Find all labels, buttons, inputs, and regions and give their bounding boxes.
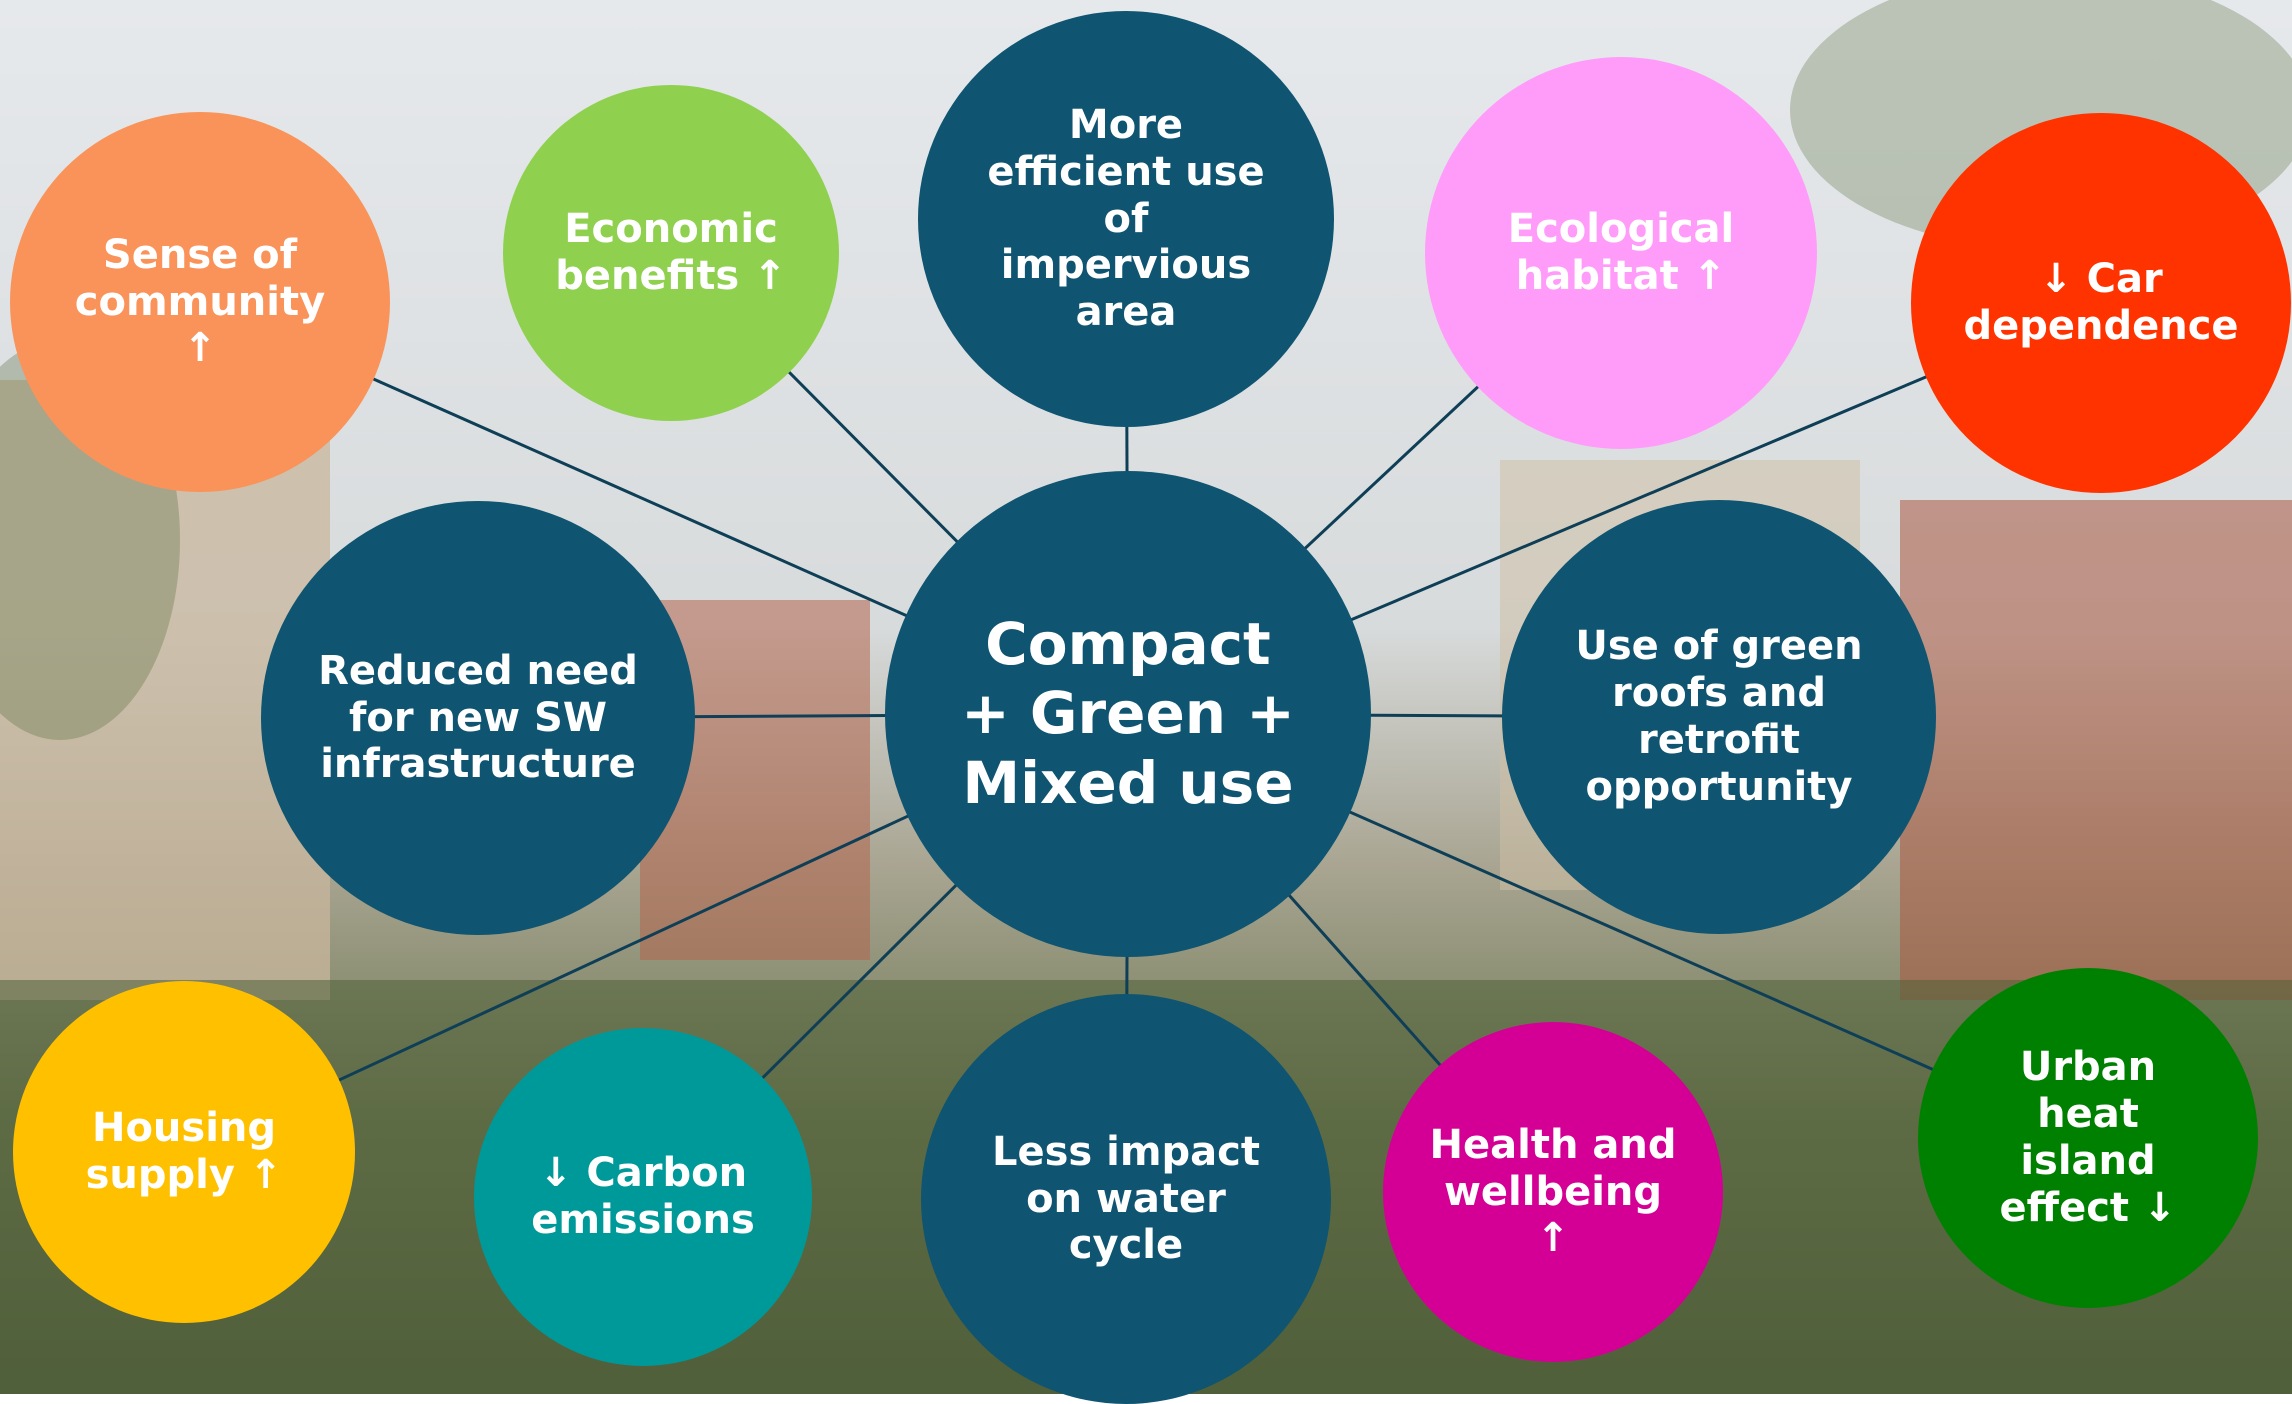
- node-health-wellbeing: Health and wellbeing ↑: [1383, 1022, 1723, 1362]
- node-reduced-sw-infrastructure: Reduced need for new SW infrastructure: [261, 501, 695, 935]
- node-label-housing-supply: Housing supply ↑: [85, 1105, 283, 1198]
- node-sense-of-community: Sense of community ↑: [10, 112, 390, 492]
- central-concept-label: Compact + Green + Mixed use: [961, 609, 1295, 817]
- node-label-reduced-sw-infrastructure: Reduced need for new SW infrastructure: [318, 647, 638, 788]
- node-label-health-wellbeing: Health and wellbeing ↑: [1429, 1121, 1677, 1262]
- node-label-urban-heat-island: Urban heat island effect ↓: [1999, 1044, 2177, 1231]
- node-efficient-impervious-area: More efficient use of impervious area: [918, 11, 1334, 427]
- node-carbon-emissions: ↓ Carbon emissions: [474, 1028, 812, 1366]
- node-economic-benefits: Economic benefits ↑: [503, 85, 839, 421]
- node-green-roofs-retrofit: Use of green roofs and retrofit opportun…: [1502, 500, 1936, 934]
- node-label-carbon-emissions: ↓ Carbon emissions: [531, 1150, 755, 1243]
- node-label-efficient-impervious-area: More efficient use of impervious area: [987, 102, 1265, 336]
- node-label-car-dependence: ↓ Car dependence: [1963, 256, 2239, 349]
- node-label-sense-of-community: Sense of community ↑: [74, 231, 326, 372]
- node-label-water-cycle-impact: Less impact on water cycle: [991, 1128, 1260, 1269]
- node-label-economic-benefits: Economic benefits ↑: [555, 206, 787, 299]
- node-urban-heat-island: Urban heat island effect ↓: [1918, 968, 2258, 1308]
- node-label-green-roofs-retrofit: Use of green roofs and retrofit opportun…: [1575, 623, 1863, 810]
- node-water-cycle-impact: Less impact on water cycle: [921, 994, 1331, 1404]
- node-car-dependence: ↓ Car dependence: [1911, 113, 2291, 493]
- node-label-ecological-habitat: Ecological habitat ↑: [1507, 206, 1735, 299]
- node-housing-supply: Housing supply ↑: [13, 981, 355, 1323]
- node-ecological-habitat: Ecological habitat ↑: [1425, 57, 1817, 449]
- central-concept-circle: Compact + Green + Mixed use: [885, 471, 1371, 957]
